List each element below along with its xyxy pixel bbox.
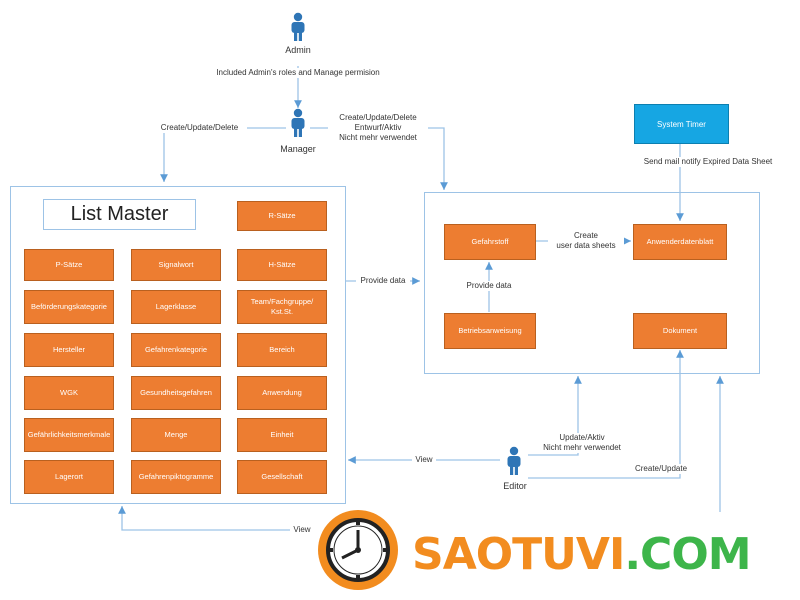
bottom-view-edge-label: View xyxy=(290,525,314,535)
list-item: Signalwort xyxy=(131,249,221,281)
list-item: Anwendung xyxy=(237,376,327,410)
editor-icon xyxy=(507,446,521,475)
list-item: Lagerort xyxy=(24,460,114,494)
system-timer-node: System Timer xyxy=(634,104,729,144)
manager-icon xyxy=(291,108,305,137)
provide-data-inner-edge-label: Provide data xyxy=(461,281,517,291)
list-item: Team/Fachgruppe/ Kst.St. xyxy=(237,290,327,324)
list-item: Gefahrenkategorie xyxy=(131,333,221,367)
list-item: Gefährlichkeitsmerkmale xyxy=(24,418,114,452)
list-item: H-Sätze xyxy=(237,249,327,281)
gefahrstoff-node: Gefahrstoff xyxy=(444,224,536,260)
list-item: Beförderungskategorie xyxy=(24,290,114,324)
admin-label: Admin xyxy=(285,45,311,55)
edge-bottom-view xyxy=(118,505,310,531)
list-master-frame xyxy=(10,186,346,504)
editor-update-edge-label: Update/Aktiv Nicht mehr verwendet xyxy=(534,433,630,453)
edge-editor-update xyxy=(528,376,582,456)
list-item: Gesundheitsgefahren xyxy=(131,376,221,410)
edge-editor-create xyxy=(528,350,684,479)
watermark-text: SAOTUVI.COM xyxy=(412,529,752,580)
list-item: Gefahrenpiktogramme xyxy=(131,460,221,494)
manager-list-edge-label: Create/Update/Delete xyxy=(152,123,247,133)
editor-label: Editor xyxy=(503,481,527,491)
data-sheet-frame xyxy=(424,192,760,374)
watermark-part2: .COM xyxy=(624,529,751,580)
admin-icon xyxy=(291,12,305,42)
provide-data-edge-label: Provide data xyxy=(356,276,410,286)
manager-right-edge-label: Create/Update/Delete Entwurf/Aktiv Nicht… xyxy=(328,113,428,143)
editor-view-edge-label: View xyxy=(412,455,436,465)
list-item: Gesellschaft xyxy=(237,460,327,494)
edge-manager-list xyxy=(160,127,286,182)
list-item: WGK xyxy=(24,376,114,410)
list-item: Lagerklasse xyxy=(131,290,221,324)
list-item: R-Sätze xyxy=(237,201,327,231)
manager-label: Manager xyxy=(280,144,316,154)
list-master-title: List Master xyxy=(43,199,196,230)
list-item: P-Sätze xyxy=(24,249,114,281)
betriebsanweisung-node: Betriebsanweisung xyxy=(444,313,536,349)
clock-logo-icon xyxy=(318,510,398,590)
watermark-part1: SAOTUVI xyxy=(412,529,625,580)
timer-edge-label: Send mail notify Expired Data Sheet xyxy=(632,157,784,167)
list-item: Menge xyxy=(131,418,221,452)
admin-manager-edge-label: Included Admin's roles and Manage permis… xyxy=(196,68,400,78)
dokument-node: Dokument xyxy=(633,313,727,349)
list-item: Einheit xyxy=(237,418,327,452)
list-item: Bereich xyxy=(237,333,327,367)
anwenderdatenblatt-node: Anwenderdatenblatt xyxy=(633,224,727,260)
create-sheets-edge-label: Create user data sheets xyxy=(548,231,624,251)
list-item: Hersteller xyxy=(24,333,114,367)
editor-create-edge-label: Create/Update xyxy=(628,464,694,474)
